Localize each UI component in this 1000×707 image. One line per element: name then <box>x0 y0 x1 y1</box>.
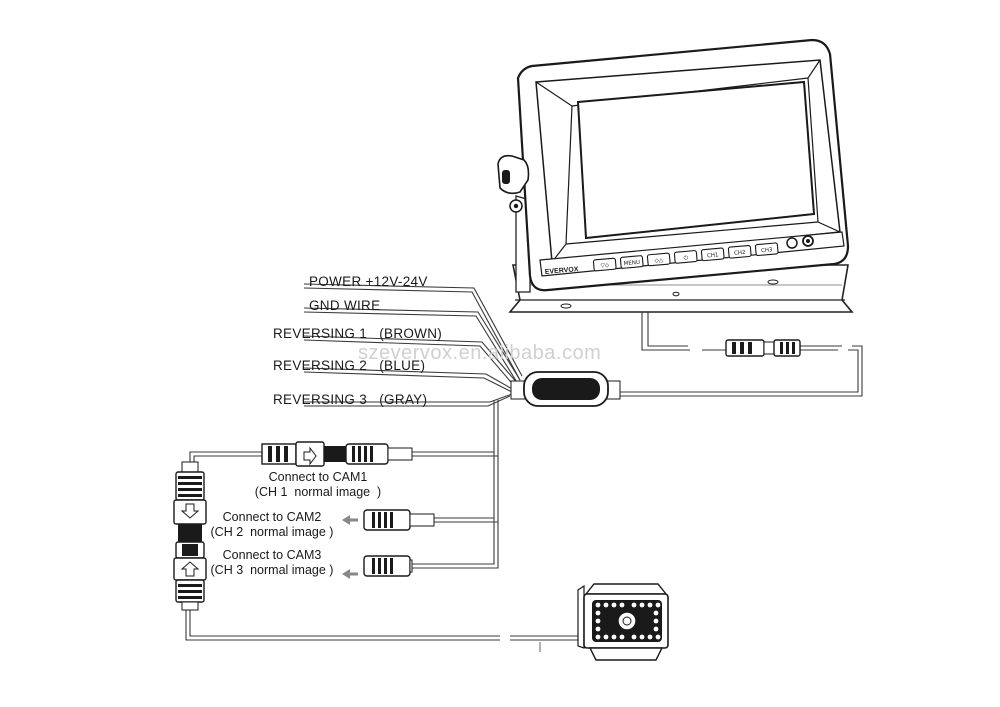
cam3-connector <box>342 555 413 579</box>
monitor-button-label: ▽◇ <box>600 263 610 270</box>
monitor: EVERVOX ▽◇ MENU ◇△ ⏻ CH1 CH2 CH3 <box>497 38 854 313</box>
extension-connector-top <box>173 461 207 542</box>
monitor-brand: EVERVOX <box>545 266 580 276</box>
ir-led <box>595 602 601 608</box>
ir-led <box>619 602 625 608</box>
monitor-button-4: ⏻ <box>673 250 698 264</box>
ir-led <box>611 602 617 608</box>
cam1-connector-pair <box>261 441 413 467</box>
ir-led <box>595 634 601 640</box>
camera-ir-leds <box>595 602 661 640</box>
ir-led <box>619 634 625 640</box>
cam3-arrow-icon <box>342 569 358 579</box>
monitor-button-7: CH3 <box>754 242 779 257</box>
cam3-label-line2: (CH 3 normal image ) <box>210 563 334 577</box>
reversing1-label: REVERSING 1 (BROWN) <box>273 326 443 341</box>
monitor-screen <box>576 80 816 240</box>
monitor-power-led <box>786 237 798 249</box>
watermark: szevervox.en.alibaba.com <box>358 342 602 364</box>
ir-led <box>611 634 617 640</box>
cam2-label-line2: (CH 2 normal image ) <box>210 525 334 539</box>
cam3-label-line1: Connect to CAM3 <box>222 548 322 562</box>
monitor-button-2: MENU <box>619 255 644 269</box>
ir-led <box>655 634 661 640</box>
ir-led <box>647 602 653 608</box>
power-wire-label: POWER +12V-24V <box>309 274 428 289</box>
cable-harness <box>185 283 863 652</box>
monitor-button-label: CH3 <box>761 247 773 254</box>
cam2-arrow-icon <box>342 515 358 525</box>
ir-led <box>631 634 637 640</box>
ir-led <box>595 618 601 624</box>
monitor-button-label: ◇△ <box>654 258 664 265</box>
monitor-button-label: CH2 <box>734 250 746 257</box>
ir-led <box>603 602 609 608</box>
cam2-label: Connect to CAM2 (CH 2 normal image ) <box>204 510 340 540</box>
ir-led <box>639 634 645 640</box>
down-arrow-icon <box>180 503 200 519</box>
ir-led <box>653 618 659 624</box>
cam2-label-line1: Connect to CAM2 <box>222 510 322 524</box>
monitor-cable-connector <box>725 339 801 357</box>
ir-led <box>653 626 659 632</box>
cam2-connector <box>342 509 435 531</box>
harness-junction <box>510 371 621 407</box>
monitor-button-label: CH1 <box>707 252 719 259</box>
up-arrow-icon <box>180 561 200 577</box>
ir-led <box>647 634 653 640</box>
ir-led <box>655 602 661 608</box>
monitor-button-5: CH1 <box>700 247 725 262</box>
cam3-label: Connect to CAM3 (CH 3 normal image ) <box>204 548 340 578</box>
ir-led <box>595 610 601 616</box>
reversing2-label: REVERSING 2 (BLUE) <box>273 358 426 373</box>
cam1-label-line2: (CH 1 normal image ) <box>254 485 382 499</box>
ir-led <box>653 610 659 616</box>
gnd-wire-label: GND WIRE <box>309 298 381 313</box>
monitor-button-3: ◇△ <box>646 252 671 267</box>
monitor-button-1: ▽◇ <box>592 257 617 272</box>
ir-led <box>631 602 637 608</box>
monitor-button-6: CH2 <box>727 244 752 259</box>
monitor-button-label: ⏻ <box>683 254 689 261</box>
extension-connector-bottom <box>173 541 207 611</box>
mount-knob <box>497 154 530 213</box>
ir-led <box>595 626 601 632</box>
backup-camera <box>577 583 669 661</box>
cam1-label-line1: Connect to CAM1 <box>268 470 368 484</box>
ir-led <box>639 602 645 608</box>
ir-led <box>603 634 609 640</box>
monitor-button-label: MENU <box>623 260 640 267</box>
monitor-buttons: ▽◇ MENU ◇△ ⏻ CH1 CH2 CH3 <box>592 242 779 272</box>
reversing3-label: REVERSING 3 (GRAY) <box>273 392 428 407</box>
cam1-label: Connect to CAM1 (CH 1 normal image ) <box>246 470 390 500</box>
